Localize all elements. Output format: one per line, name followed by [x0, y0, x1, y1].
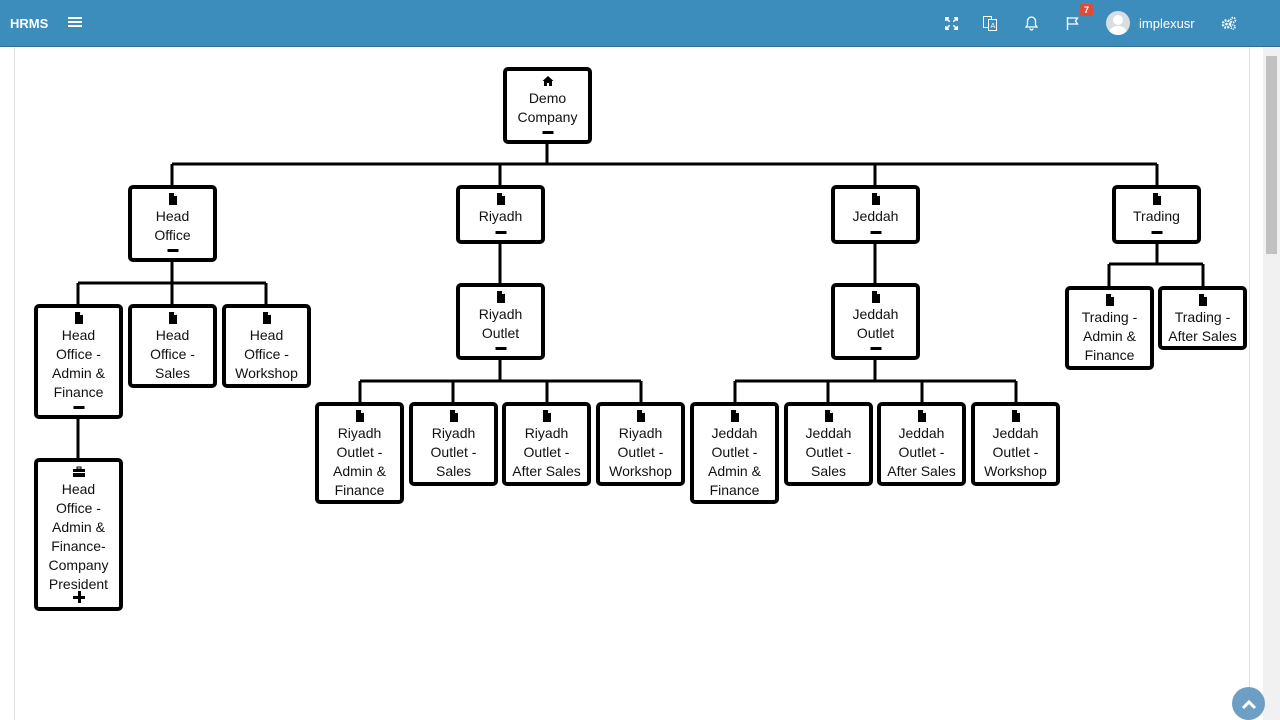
home-icon	[542, 76, 553, 86]
collapse-icon[interactable]	[73, 406, 84, 409]
org-node-label: Head Office - Admin & Finance- Company P…	[48, 481, 109, 592]
file-icon	[1011, 410, 1020, 422]
org-node-label: Riyadh	[478, 208, 523, 224]
org-node-company-president[interactable]: Head Office - Admin & Finance- Company P…	[34, 458, 123, 611]
org-node-label: Jeddah Outlet - Sales	[805, 425, 852, 479]
file-icon	[262, 312, 271, 324]
translate-icon[interactable]: A	[979, 12, 1001, 34]
org-node-label: Riyadh Outlet - Admin & Finance	[333, 425, 386, 498]
org-node-riyadh[interactable]: Riyadh	[456, 185, 545, 244]
org-node-head-office-admin-finance[interactable]: Head Office - Admin & Finance	[34, 304, 123, 419]
org-node-jeddah-outlet-workshop[interactable]: Jeddah Outlet - Workshop	[971, 402, 1060, 486]
collapse-icon[interactable]	[870, 231, 881, 234]
org-node-label: Trading - Admin & Finance	[1081, 309, 1138, 363]
org-node-head-office-sales[interactable]: Head Office - Sales	[128, 304, 217, 388]
org-node-head-office[interactable]: Head Office	[128, 185, 217, 262]
org-node-riyadh-outlet-sales[interactable]: Riyadh Outlet - Sales	[409, 402, 498, 486]
org-node-label: Head Office - Workshop	[235, 327, 298, 381]
org-node-label: Head Office	[154, 208, 191, 243]
file-icon	[871, 193, 880, 205]
org-node-jeddah-outlet-after-sales[interactable]: Jeddah Outlet - After Sales	[877, 402, 966, 486]
file-icon	[730, 410, 739, 422]
org-node-jeddah-outlet[interactable]: Jeddah Outlet	[831, 283, 920, 360]
org-node-riyadh-outlet-workshop[interactable]: Riyadh Outlet - Workshop	[596, 402, 685, 486]
org-node-label: Jeddah Outlet - Admin & Finance	[708, 425, 761, 498]
org-node-label: Trading - After Sales	[1168, 309, 1237, 344]
file-icon	[1105, 294, 1114, 306]
content-right-border	[1249, 47, 1250, 720]
org-node-label: Jeddah Outlet	[852, 306, 899, 341]
flag-icon[interactable]	[1062, 12, 1084, 34]
org-node-head-office-workshop[interactable]: Head Office - Workshop	[222, 304, 311, 388]
app-brand[interactable]: HRMS	[10, 16, 49, 31]
file-icon	[917, 410, 926, 422]
org-node-label: Head Office - Sales	[150, 327, 195, 381]
svg-text:A: A	[991, 22, 996, 30]
org-node-label: Riyadh Outlet - Sales	[430, 425, 477, 479]
org-node-label: Jeddah Outlet - After Sales	[887, 425, 956, 479]
file-icon	[542, 410, 551, 422]
briefcase-icon	[72, 466, 85, 477]
collapse-icon[interactable]	[1151, 231, 1162, 234]
file-icon	[168, 193, 177, 205]
org-node-jeddah[interactable]: Jeddah	[831, 185, 920, 244]
file-icon	[496, 291, 505, 303]
collapse-icon[interactable]	[495, 231, 506, 234]
username-label[interactable]: implexusr	[1139, 16, 1195, 31]
org-node-trading[interactable]: Trading	[1112, 185, 1201, 244]
org-node-label: Demo Company	[517, 90, 578, 125]
content-left-border	[14, 47, 15, 720]
collapse-icon[interactable]	[495, 347, 506, 350]
bell-icon[interactable]	[1020, 12, 1042, 34]
file-icon	[636, 410, 645, 422]
file-icon	[168, 312, 177, 324]
org-node-label: Head Office - Admin & Finance	[52, 327, 105, 400]
scrollbar-thumb[interactable]	[1266, 56, 1277, 254]
gears-icon[interactable]	[1218, 12, 1240, 34]
org-node-jeddah-outlet-admin-finance[interactable]: Jeddah Outlet - Admin & Finance	[690, 402, 779, 504]
file-icon	[355, 410, 364, 422]
org-node-label: Jeddah Outlet - Workshop	[984, 425, 1047, 479]
collapse-icon[interactable]	[167, 249, 178, 252]
avatar[interactable]	[1106, 11, 1130, 35]
expand-icon[interactable]	[940, 12, 962, 34]
org-node-riyadh-outlet-admin-finance[interactable]: Riyadh Outlet - Admin & Finance	[315, 402, 404, 504]
org-node-label: Trading	[1133, 208, 1180, 224]
file-icon	[449, 410, 458, 422]
org-node-jeddah-outlet-sales[interactable]: Jeddah Outlet - Sales	[784, 402, 873, 486]
org-node-demo-company[interactable]: Demo Company	[503, 67, 592, 144]
org-node-label: Riyadh Outlet	[478, 306, 523, 341]
org-node-riyadh-outlet[interactable]: Riyadh Outlet	[456, 283, 545, 360]
top-navbar: HRMS A 7 implexusr	[0, 0, 1280, 47]
org-node-trading-admin-finance[interactable]: Trading - Admin & Finance	[1065, 286, 1154, 370]
collapse-icon[interactable]	[870, 347, 881, 350]
file-icon	[496, 193, 505, 205]
org-node-riyadh-outlet-after-sales[interactable]: Riyadh Outlet - After Sales	[502, 402, 591, 486]
collapse-icon[interactable]	[542, 131, 553, 134]
org-node-label: Riyadh Outlet - After Sales	[512, 425, 581, 479]
file-icon	[1152, 193, 1161, 205]
org-node-trading-after-sales[interactable]: Trading - After Sales	[1158, 286, 1247, 350]
file-icon	[1198, 294, 1207, 306]
file-icon	[824, 410, 833, 422]
hamburger-icon[interactable]	[68, 15, 82, 31]
scroll-to-top-button[interactable]	[1232, 687, 1265, 720]
org-node-label: Riyadh Outlet - Workshop	[609, 425, 672, 479]
file-icon	[74, 312, 83, 324]
expand-plus-icon[interactable]	[72, 591, 85, 603]
org-node-label: Jeddah	[852, 208, 899, 224]
chevron-up-icon	[1241, 699, 1256, 709]
file-icon	[871, 291, 880, 303]
notification-count-badge: 7	[1080, 4, 1093, 16]
